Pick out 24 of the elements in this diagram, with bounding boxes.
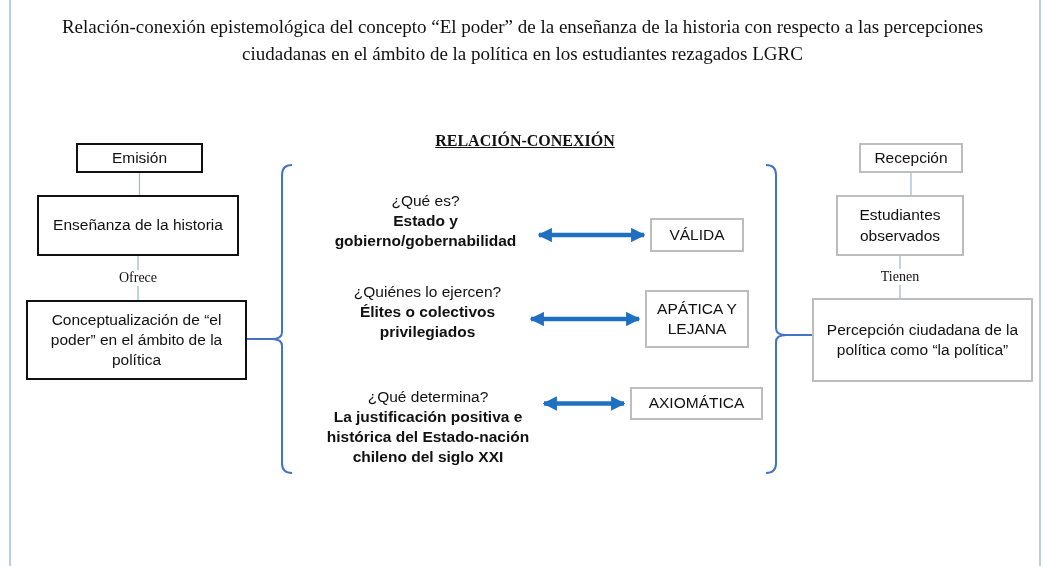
double-arrow — [542, 396, 626, 411]
edge-label: Tienen — [878, 269, 922, 285]
concept-box: VÁLIDA — [650, 218, 744, 252]
concept-box: AXIOMÁTICA — [630, 387, 763, 420]
concept-box: Estudiantes observados — [836, 195, 964, 256]
concept-box: Emisión — [76, 143, 203, 173]
answer-text: La justificación positiva e histórica del Estado-nación chileno del siglo XXI — [325, 406, 531, 468]
connector-line — [910, 172, 912, 196]
connector-line — [138, 172, 141, 196]
question-text: ¿Qué es? — [391, 190, 460, 211]
question-text: ¿Qué determina? — [367, 386, 489, 407]
answer-text: Estado y gobierno/gobernabilidad — [333, 210, 518, 252]
edge-label: Ofrece — [116, 270, 160, 286]
question-text: ¿Quiénes lo ejercen? — [353, 281, 502, 302]
concept-box: Conceptualización de “el poder” en el ámbito de la política — [26, 300, 247, 380]
concept-box: Recepción — [859, 143, 963, 173]
concept-box: Enseñanza de la historia — [37, 195, 239, 256]
answer-text: Élites o colectivos privilegiados — [358, 301, 497, 343]
double-arrow — [537, 227, 646, 243]
section-heading: RELACIÓN-CONEXIÓN — [434, 132, 616, 150]
diagram-title: Relación-conexión epistemológica del concepto “El poder” de la enseñanza de la historia con respecto a las percepciones ciudadanas en el ámbito de la política en los estudiantes rezagados LGRC — [60, 15, 985, 66]
concept-box: APÁTICA Y LEJANA — [645, 290, 749, 348]
concept-box: Percepción ciudadana de la política como “la política” — [812, 298, 1033, 382]
double-arrow — [529, 311, 641, 327]
